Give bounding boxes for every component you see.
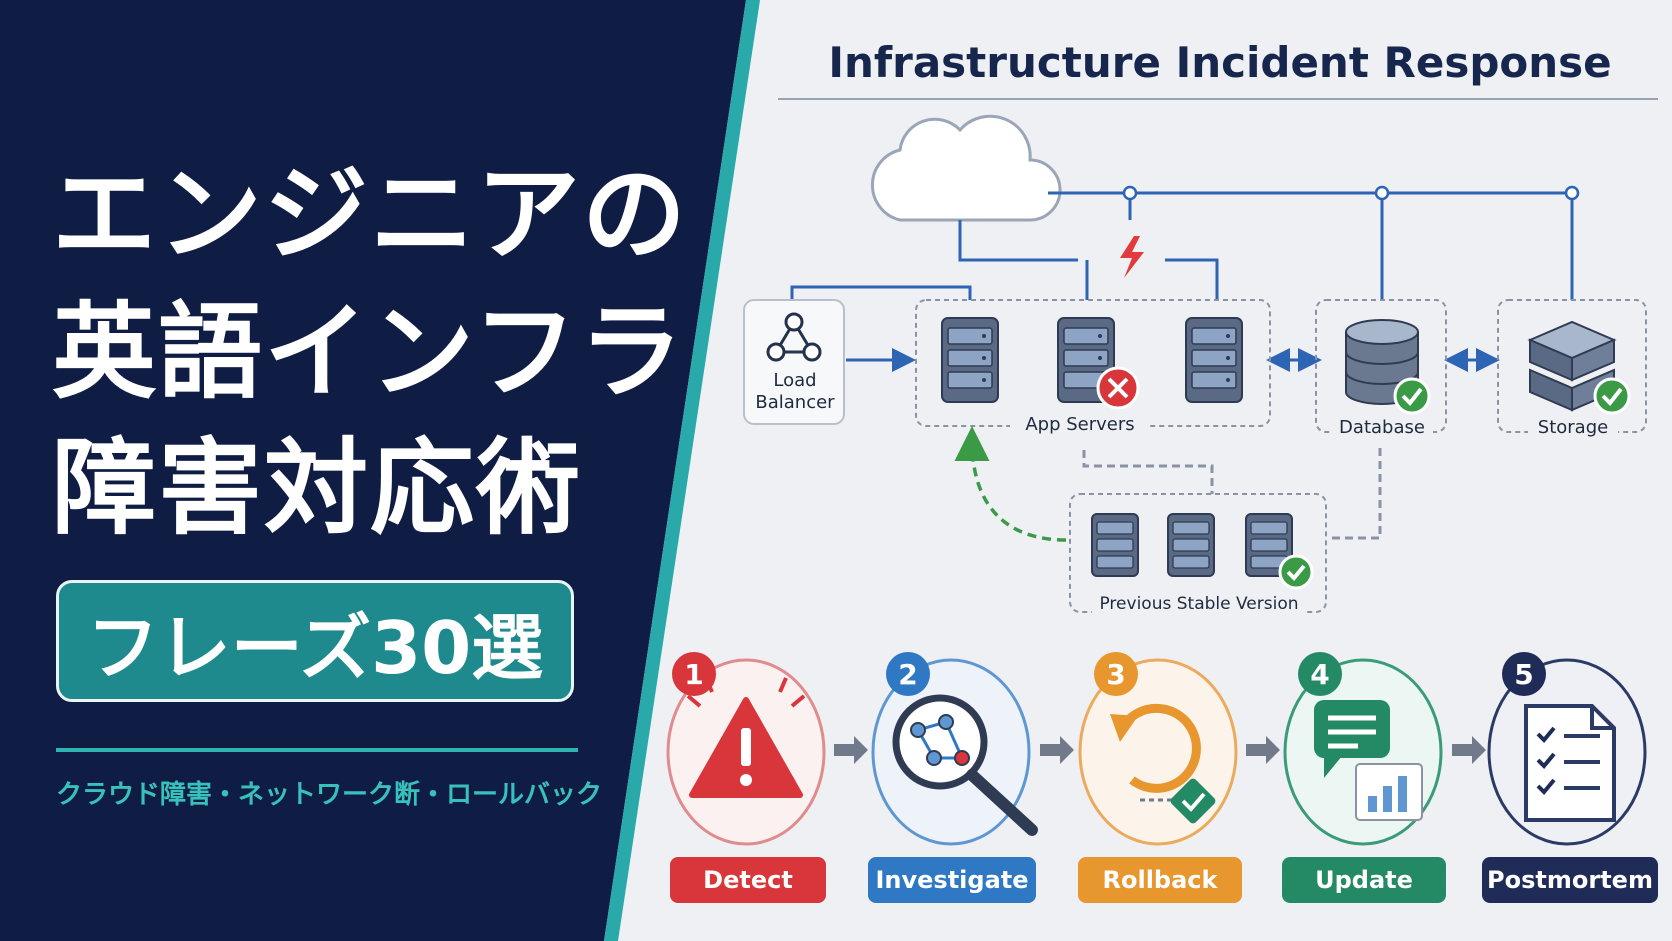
step-circles [666, 658, 1647, 846]
magnifier-icon [892, 694, 1038, 836]
app-servers-label: App Servers [1010, 414, 1150, 435]
storage-label: Storage [1528, 417, 1618, 438]
checklist-icon [1524, 704, 1616, 822]
phrase-count-badge: フレーズ30選 [56, 580, 574, 702]
check-icon [1593, 377, 1631, 415]
title-line-1: エンジニアの [52, 153, 689, 275]
divider [56, 748, 578, 752]
prev-server-1 [1091, 513, 1139, 577]
step-update-label: Update [1282, 857, 1446, 903]
step-investigate-label: Investigate [868, 857, 1036, 903]
title-line-3: 障害対応術 [52, 427, 583, 549]
step-1-number: 1 [672, 652, 716, 696]
step-4-number: 4 [1298, 652, 1342, 696]
refresh-icon [1110, 703, 1216, 824]
subtitle: クラウド障害・ネットワーク断・ロールバック [56, 780, 603, 810]
check-icon [1278, 554, 1314, 590]
error-icon [1096, 366, 1140, 410]
title-line-2: 英語インフラ [52, 291, 685, 413]
previous-version-label: Previous Stable Version [1092, 594, 1306, 614]
check-icon [1393, 377, 1431, 415]
lightning-icon [1120, 236, 1144, 278]
network-icon [766, 312, 822, 362]
chat-icon [1314, 700, 1423, 821]
step-5-number: 5 [1502, 652, 1546, 696]
title-underline [778, 98, 1658, 100]
diagram-title: Infrastructure Incident Response [828, 38, 1612, 87]
cloud-icon [870, 114, 1062, 222]
load-balancer-label: Load Balancer [755, 370, 835, 413]
database-label: Database [1331, 417, 1433, 438]
rollback-arrow [954, 426, 1067, 542]
step-3-number: 3 [1094, 652, 1138, 696]
load-balancer-node [743, 299, 845, 425]
step-rollback-label: Rollback [1078, 857, 1242, 903]
step-postmortem-label: Postmortem [1482, 857, 1658, 903]
prev-server-2 [1167, 513, 1215, 577]
app-server-1 [941, 317, 999, 403]
step-detect-label: Detect [670, 857, 826, 903]
step-2-number: 2 [886, 652, 930, 696]
app-server-3 [1185, 317, 1243, 403]
